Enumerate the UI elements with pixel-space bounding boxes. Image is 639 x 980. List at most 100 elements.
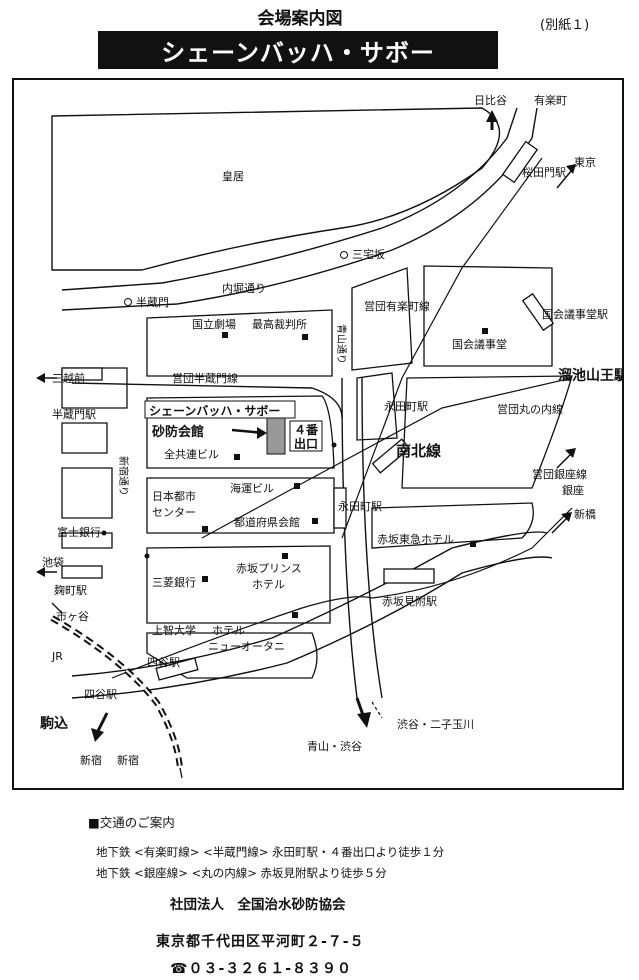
label-shinjuku-dori: 新宿通り	[117, 456, 130, 496]
label-hanzomon-gate: 半蔵門	[136, 295, 169, 309]
label-hibiya: 日比谷	[474, 94, 507, 107]
label-nagatacho-sta-1: 永田町駅	[384, 399, 428, 413]
exit-box	[289, 420, 323, 452]
label-fuji-bank: 富士銀行	[57, 525, 101, 539]
label-akasaka-mitsuke-sta: 赤坂見附駅	[382, 594, 437, 608]
venue-building	[266, 417, 286, 455]
sakuradamon-station	[501, 140, 539, 184]
label-kaiun-bldg: 海運ビル	[230, 481, 274, 495]
label-shinbashi: 新橋	[574, 507, 596, 521]
todofuken-marker	[312, 518, 318, 524]
label-new-otani-b: ニューオータニ	[208, 640, 285, 653]
label-eidan-ginza: 営団銀座線	[532, 467, 587, 481]
court-marker	[302, 334, 308, 340]
fuji-bank-marker	[101, 530, 107, 536]
mitsukoshimae-arrow-head	[36, 373, 45, 383]
label-new-otani-a: ホテル	[212, 624, 245, 637]
zenkyoren-marker	[234, 454, 240, 460]
shinbashi-arrow-head	[561, 512, 572, 522]
label-hanzomon-sta: 半蔵門駅	[52, 407, 96, 421]
shinbashi-arrow	[551, 517, 568, 534]
label-akasaka-tokyu: 赤坂東急ホテル	[377, 532, 454, 546]
access-route-1: 地下鉄 <有楽町線> <半蔵門線> 永田町駅・４番出口より徒歩１分	[96, 845, 445, 859]
mitsubishi-bank-marker	[144, 553, 150, 559]
tokyu-hotel-marker	[470, 541, 476, 547]
label-tameike-sanno-sta: 溜池山王駅	[558, 367, 624, 384]
label-kokkai-gijidomae-sta: 国会議事堂駅	[542, 307, 608, 321]
hanzomon-station-rect	[61, 367, 103, 381]
organization-address: 東京都千代田区平河町２-７-５	[156, 934, 365, 950]
ginza-arrow	[556, 452, 573, 469]
label-yurakucho: 有楽町	[534, 93, 567, 107]
label-nagatacho-sta-2: 永田町駅	[338, 499, 382, 513]
kokkai-gijidomae-station	[521, 292, 555, 332]
label-todofuken-kaikan: 都道府県会館	[234, 515, 300, 529]
aoyama-dori-south	[71, 556, 553, 699]
hibiya-arrow-head	[486, 110, 498, 122]
ginza-arrow-head	[565, 448, 576, 458]
theatre-marker	[222, 332, 228, 338]
hanzomon-gate-marker	[124, 298, 132, 306]
organization-name: 社団法人 全国治水砂防協会	[170, 897, 346, 913]
label-aoyama-dori: 青山通り	[335, 324, 348, 364]
label-kojimachi-sta: 麹町駅	[54, 583, 87, 597]
label-yotsuya-sta-1: 四谷駅	[147, 656, 180, 669]
block-tokyu-hotel	[371, 502, 534, 549]
access-route-2: 地下鉄 <銀座線> <丸の内線> 赤坂見附駅より徒歩５分	[96, 866, 387, 880]
label-akasaka-prince-a: 赤坂プリンス	[236, 562, 302, 575]
label-ikebukuro: 池袋	[42, 555, 64, 569]
marunouchi-rail	[201, 377, 573, 539]
label-nihon-toshi-b: センター	[152, 506, 196, 519]
label-mitsubishi-bank: 三菱銀行	[152, 575, 196, 589]
shinjuku-rail	[111, 596, 373, 679]
label-national-diet: 国会議事堂	[452, 337, 507, 351]
venue-pointer-head	[257, 427, 267, 439]
shibuya-arrow-head	[357, 712, 371, 728]
label-sakuradamon-sta: 桜田門駅	[522, 165, 566, 179]
expressway-east	[361, 377, 383, 699]
label-tokyo: 東京	[574, 155, 596, 169]
organization-phone: ☎０３-３２６１-８３９０	[170, 961, 353, 977]
akasaka-mitsuke-station-rect	[383, 568, 435, 584]
block-mitsukoshimae	[61, 367, 128, 409]
miyakezaka-marker	[340, 251, 348, 259]
nihon-toshi-marker	[202, 526, 208, 532]
exit-dot	[331, 442, 337, 448]
attachment-label: (別紙１)	[540, 18, 590, 33]
label-sabo-kaikan: 砂防会館	[151, 424, 204, 440]
label-aoyama-shibuya: 青山・渋谷	[307, 740, 362, 753]
new-otani-marker	[292, 612, 298, 618]
hanzomon-street	[71, 382, 343, 419]
label-nanboku-line: 南北線	[396, 442, 441, 460]
label-sophia-univ: 上智大学	[152, 623, 196, 637]
block-nagatacho	[356, 372, 398, 441]
venue-banner: シェーンバッハ・サボー	[98, 31, 498, 69]
block-theatre	[146, 309, 333, 377]
block-fuji-bank	[61, 532, 113, 549]
label-shinjuku-2: 新宿	[117, 753, 139, 767]
shinjuku-arrow	[179, 767, 183, 779]
label-ichigaya: 市ヶ谷	[56, 609, 89, 623]
akasaka-prince-marker	[282, 553, 288, 559]
kojimachi-station-rect	[61, 565, 103, 579]
access-heading: ■交通のご案内	[88, 815, 175, 830]
label-yotsuya-sta-2: 四谷駅	[84, 688, 117, 701]
yurakucho-rail	[341, 157, 543, 539]
label-exit-no4-b: 出口	[294, 436, 318, 451]
label-nihon-toshi-a: 日本都市	[152, 489, 196, 503]
block-diet	[423, 265, 553, 367]
label-komagome: 駒込	[40, 715, 68, 732]
venue-banner-text: シェーンバッハ・サボー	[161, 38, 435, 67]
mitsubishi-marker	[202, 576, 208, 582]
tokyo-arrow-head	[566, 164, 576, 174]
diet-marker	[482, 328, 488, 334]
map-frame	[12, 78, 624, 790]
imperial-palace-block	[51, 107, 501, 271]
nagatacho-station-rect-2	[333, 487, 347, 529]
label-imperial-palace: 皇居	[222, 169, 244, 183]
label-eidan-hanzomon: 営団半蔵門線	[172, 371, 238, 385]
nagatacho-station-rect	[371, 438, 411, 474]
komagome-arrow	[95, 712, 109, 734]
jr-track-inner	[51, 617, 181, 769]
kaiun-marker	[294, 483, 300, 489]
